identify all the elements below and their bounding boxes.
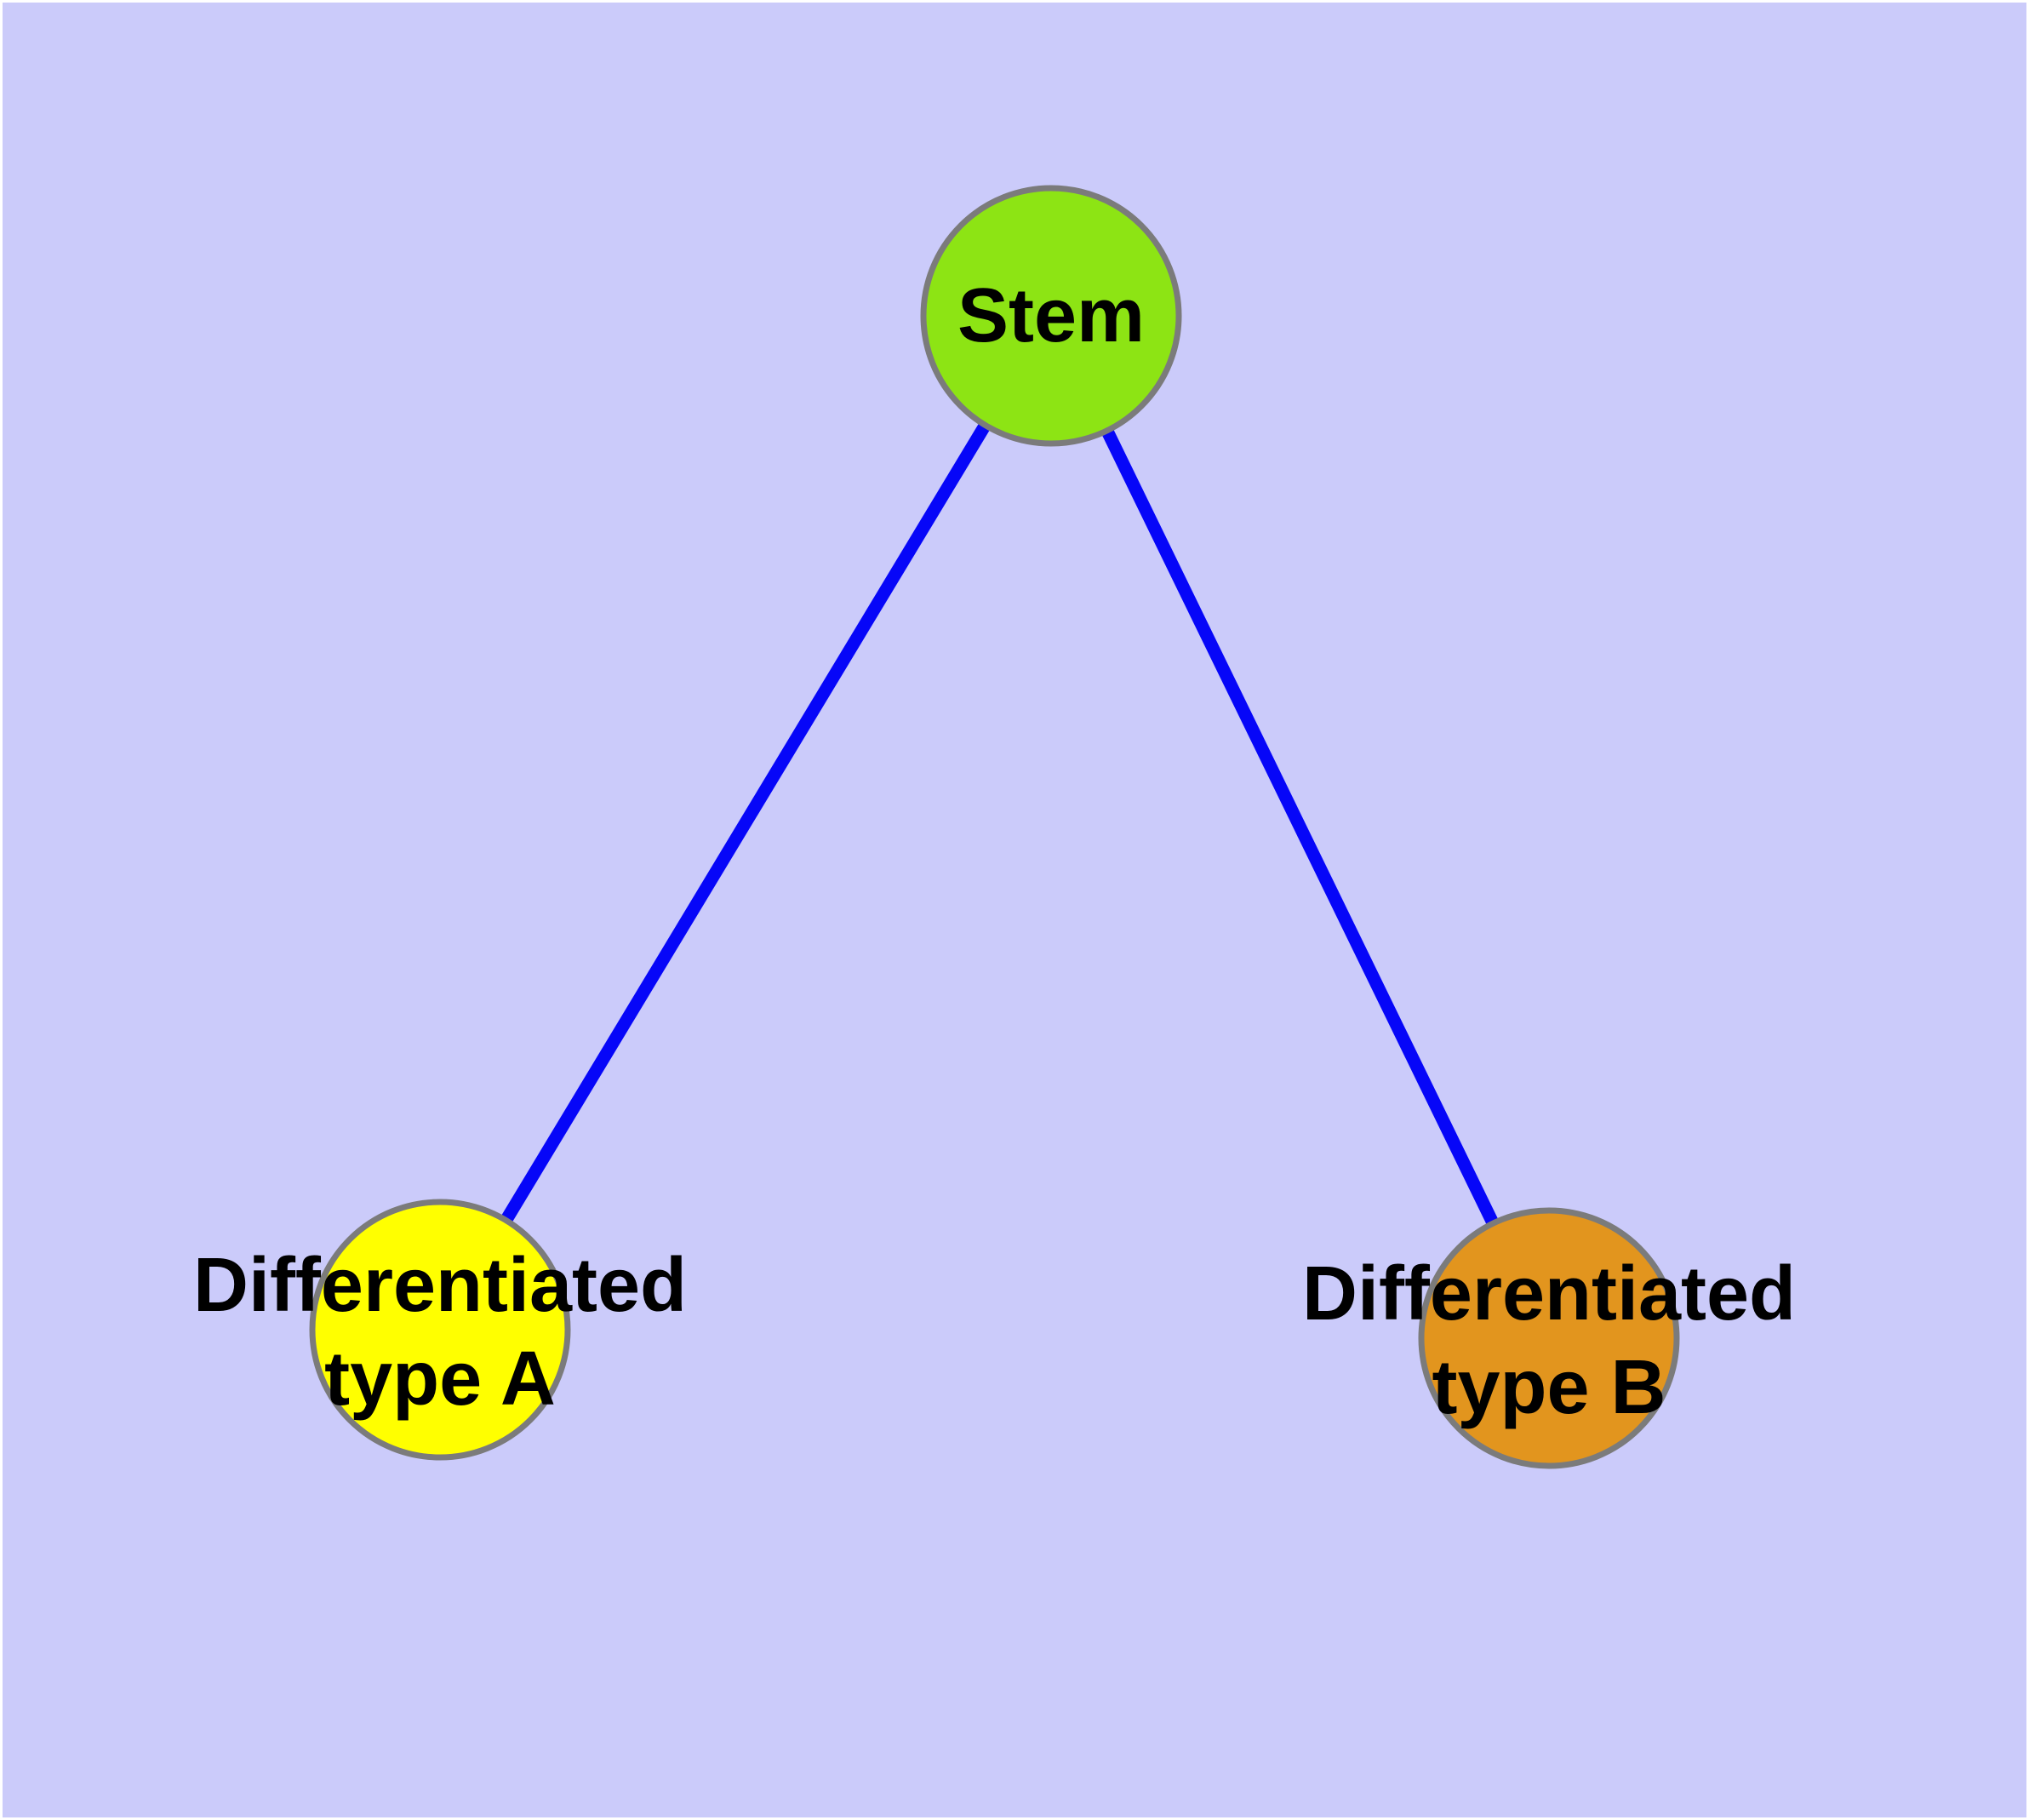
node-differentiated-type-a[interactable] <box>309 1199 571 1461</box>
node-type-a-label-line1: Differentiated <box>193 1243 687 1328</box>
node-stem[interactable] <box>920 185 1182 447</box>
node-type-a-label-line2: type A <box>324 1336 556 1422</box>
node-type-b-label-line1: Differentiated <box>1302 1251 1796 1336</box>
node-differentiated-type-b[interactable] <box>1418 1207 1680 1469</box>
node-type-b-label-line2: type B <box>1432 1345 1666 1430</box>
edge-stem-to-type-a <box>434 312 1057 1333</box>
node-stem-label: Stem <box>957 273 1145 358</box>
edge-stem-to-type-b <box>1045 312 1555 1342</box>
